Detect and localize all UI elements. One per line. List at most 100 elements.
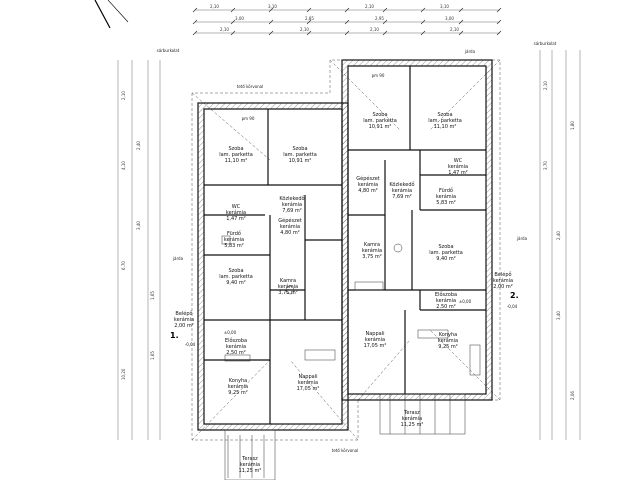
left-room-nappali-name: Nappali (299, 374, 318, 380)
left-room-konyha-floor: kerámia (228, 383, 248, 390)
dimension-tick (306, 30, 312, 36)
dimension-tick (230, 30, 236, 36)
dim-right-4: 3,40 (556, 311, 561, 320)
left-room-konyha-name: Konyha (229, 378, 247, 384)
dim-top-1: 2,10 (210, 4, 219, 9)
right-room-szoba3-floor: lam. parketta (429, 250, 463, 256)
right-room-wc-floor: kerámia (448, 163, 468, 170)
dimension-tick (382, 19, 388, 25)
right-room-eloszoba-name: Előszoba (435, 292, 457, 298)
dimension-tick (458, 7, 464, 13)
dim-left-4: 10,20 (121, 368, 126, 380)
left-room-furdo-name: Fürdő (227, 231, 241, 237)
left-room-terasz-area: 11,25 m² (239, 468, 262, 474)
dimension-tick (344, 19, 350, 25)
pmi-label-left: pm 90 (242, 116, 255, 121)
right-room-eloszoba-area: 2,50 m² (436, 304, 456, 310)
dimension-tick (344, 7, 350, 13)
dim-left-6: 3,40 (136, 221, 141, 230)
dimension-tick (382, 7, 388, 13)
dim-right-5: 2,06 (570, 391, 575, 400)
right-room-gepeszet-name: Gépészet (356, 175, 380, 182)
dim-right-3: 2,40 (556, 231, 561, 240)
dim-left-5: 2,40 (136, 141, 141, 150)
dim-top-9: 2,10 (220, 27, 229, 32)
right-dimension-chains: 2,10 3,70 2,40 3,40 2,06 1,80 (539, 50, 581, 440)
pmi-label-right: pm 90 (372, 73, 385, 78)
right-room-szoba3-area: 9,40 m² (436, 256, 456, 262)
right-room-wc-area: 1,47 m² (448, 170, 468, 176)
right-room-konyha-floor: kerámia (438, 337, 458, 344)
jarda-label-left: járda (172, 256, 184, 261)
right-room-terasz-floor: kerámia (402, 415, 422, 422)
dimension-tick (268, 19, 274, 25)
roof-outline-label: tető körvonal (237, 84, 264, 89)
right-unit (341, 59, 493, 435)
roof-outline-label-bottom: tető körvonal (332, 448, 359, 453)
sarburkolat-label-right: sárburkolat (534, 41, 557, 46)
right-room-terasz-area: 11,25 m² (401, 422, 424, 428)
dim-top-8: 3,00 (445, 16, 454, 21)
dimension-tick (382, 30, 388, 36)
left-room-kamra-floor: kerámia (278, 283, 298, 290)
right-room-konyha-name: Konyha (439, 332, 457, 338)
left-room-nappali-floor: kerámia (298, 379, 318, 386)
right-room-gepeszet-area: 4,80 m² (358, 188, 378, 194)
right-room-kamra-floor: kerámia (362, 247, 382, 254)
right-room-gepeszet-floor: kerámia (358, 181, 378, 188)
dimension-tick (420, 7, 426, 13)
right-room-wc-name: WC (454, 158, 463, 164)
left-room-furdo-floor: kerámia (224, 236, 244, 243)
left-room-gepeszet-floor: kerámia (280, 223, 300, 230)
level-left: ±0,00 (224, 330, 237, 335)
right-room-belepo-name: Belépő (494, 271, 511, 278)
left-room-szoba1-floor: lam. parketta (219, 152, 253, 158)
dimension-tick (192, 19, 198, 25)
right-room-furdo-name: Fürdő (439, 188, 453, 194)
right-room-nappali-name: Nappali (366, 331, 385, 337)
dim-left-7: 1,65 (150, 291, 155, 300)
dim-left-2: 4,10 (121, 161, 126, 170)
jarda-label-right: járda (516, 236, 528, 241)
dim-left-3: 6,70 (121, 261, 126, 270)
dim-right-1: 2,10 (543, 81, 548, 90)
dimension-tick (192, 7, 198, 13)
dimension-tick (458, 19, 464, 25)
dimension-tick (496, 30, 502, 36)
left-room-gepeszet-name: Gépészet (278, 217, 302, 224)
right-room-furdo-area: 5,83 m² (436, 200, 456, 206)
right-room-szoba1-name: Szoba (372, 112, 387, 118)
left-room-szoba2-area: 10,91 m² (289, 158, 312, 164)
left-room-wc-floor: kerámia (226, 209, 246, 216)
unit-number-right: 2. (510, 291, 519, 300)
left-room-eloszoba-name: Előszoba (225, 338, 247, 344)
left-room-konyha-area: 9,25 m² (228, 390, 248, 396)
left-room-terasz-floor: kerámia (240, 461, 260, 468)
level-left-minus: -0,04 (185, 342, 196, 347)
right-room-kozlekedo-name: Közlekedő (389, 182, 414, 188)
left-room-szoba1-area: 11,10 m² (225, 158, 248, 164)
dim-right-2: 3,70 (543, 161, 548, 170)
right-room-kozlekedo-area: 7,69 m² (392, 194, 412, 200)
left-room-eloszoba-area: 2,50 m² (226, 350, 246, 356)
left-dimension-chains: 2,10 4,10 6,70 10,20 2,40 3,40 1,65 1,65 (117, 60, 161, 440)
level-right: ±0,00 (459, 299, 472, 304)
